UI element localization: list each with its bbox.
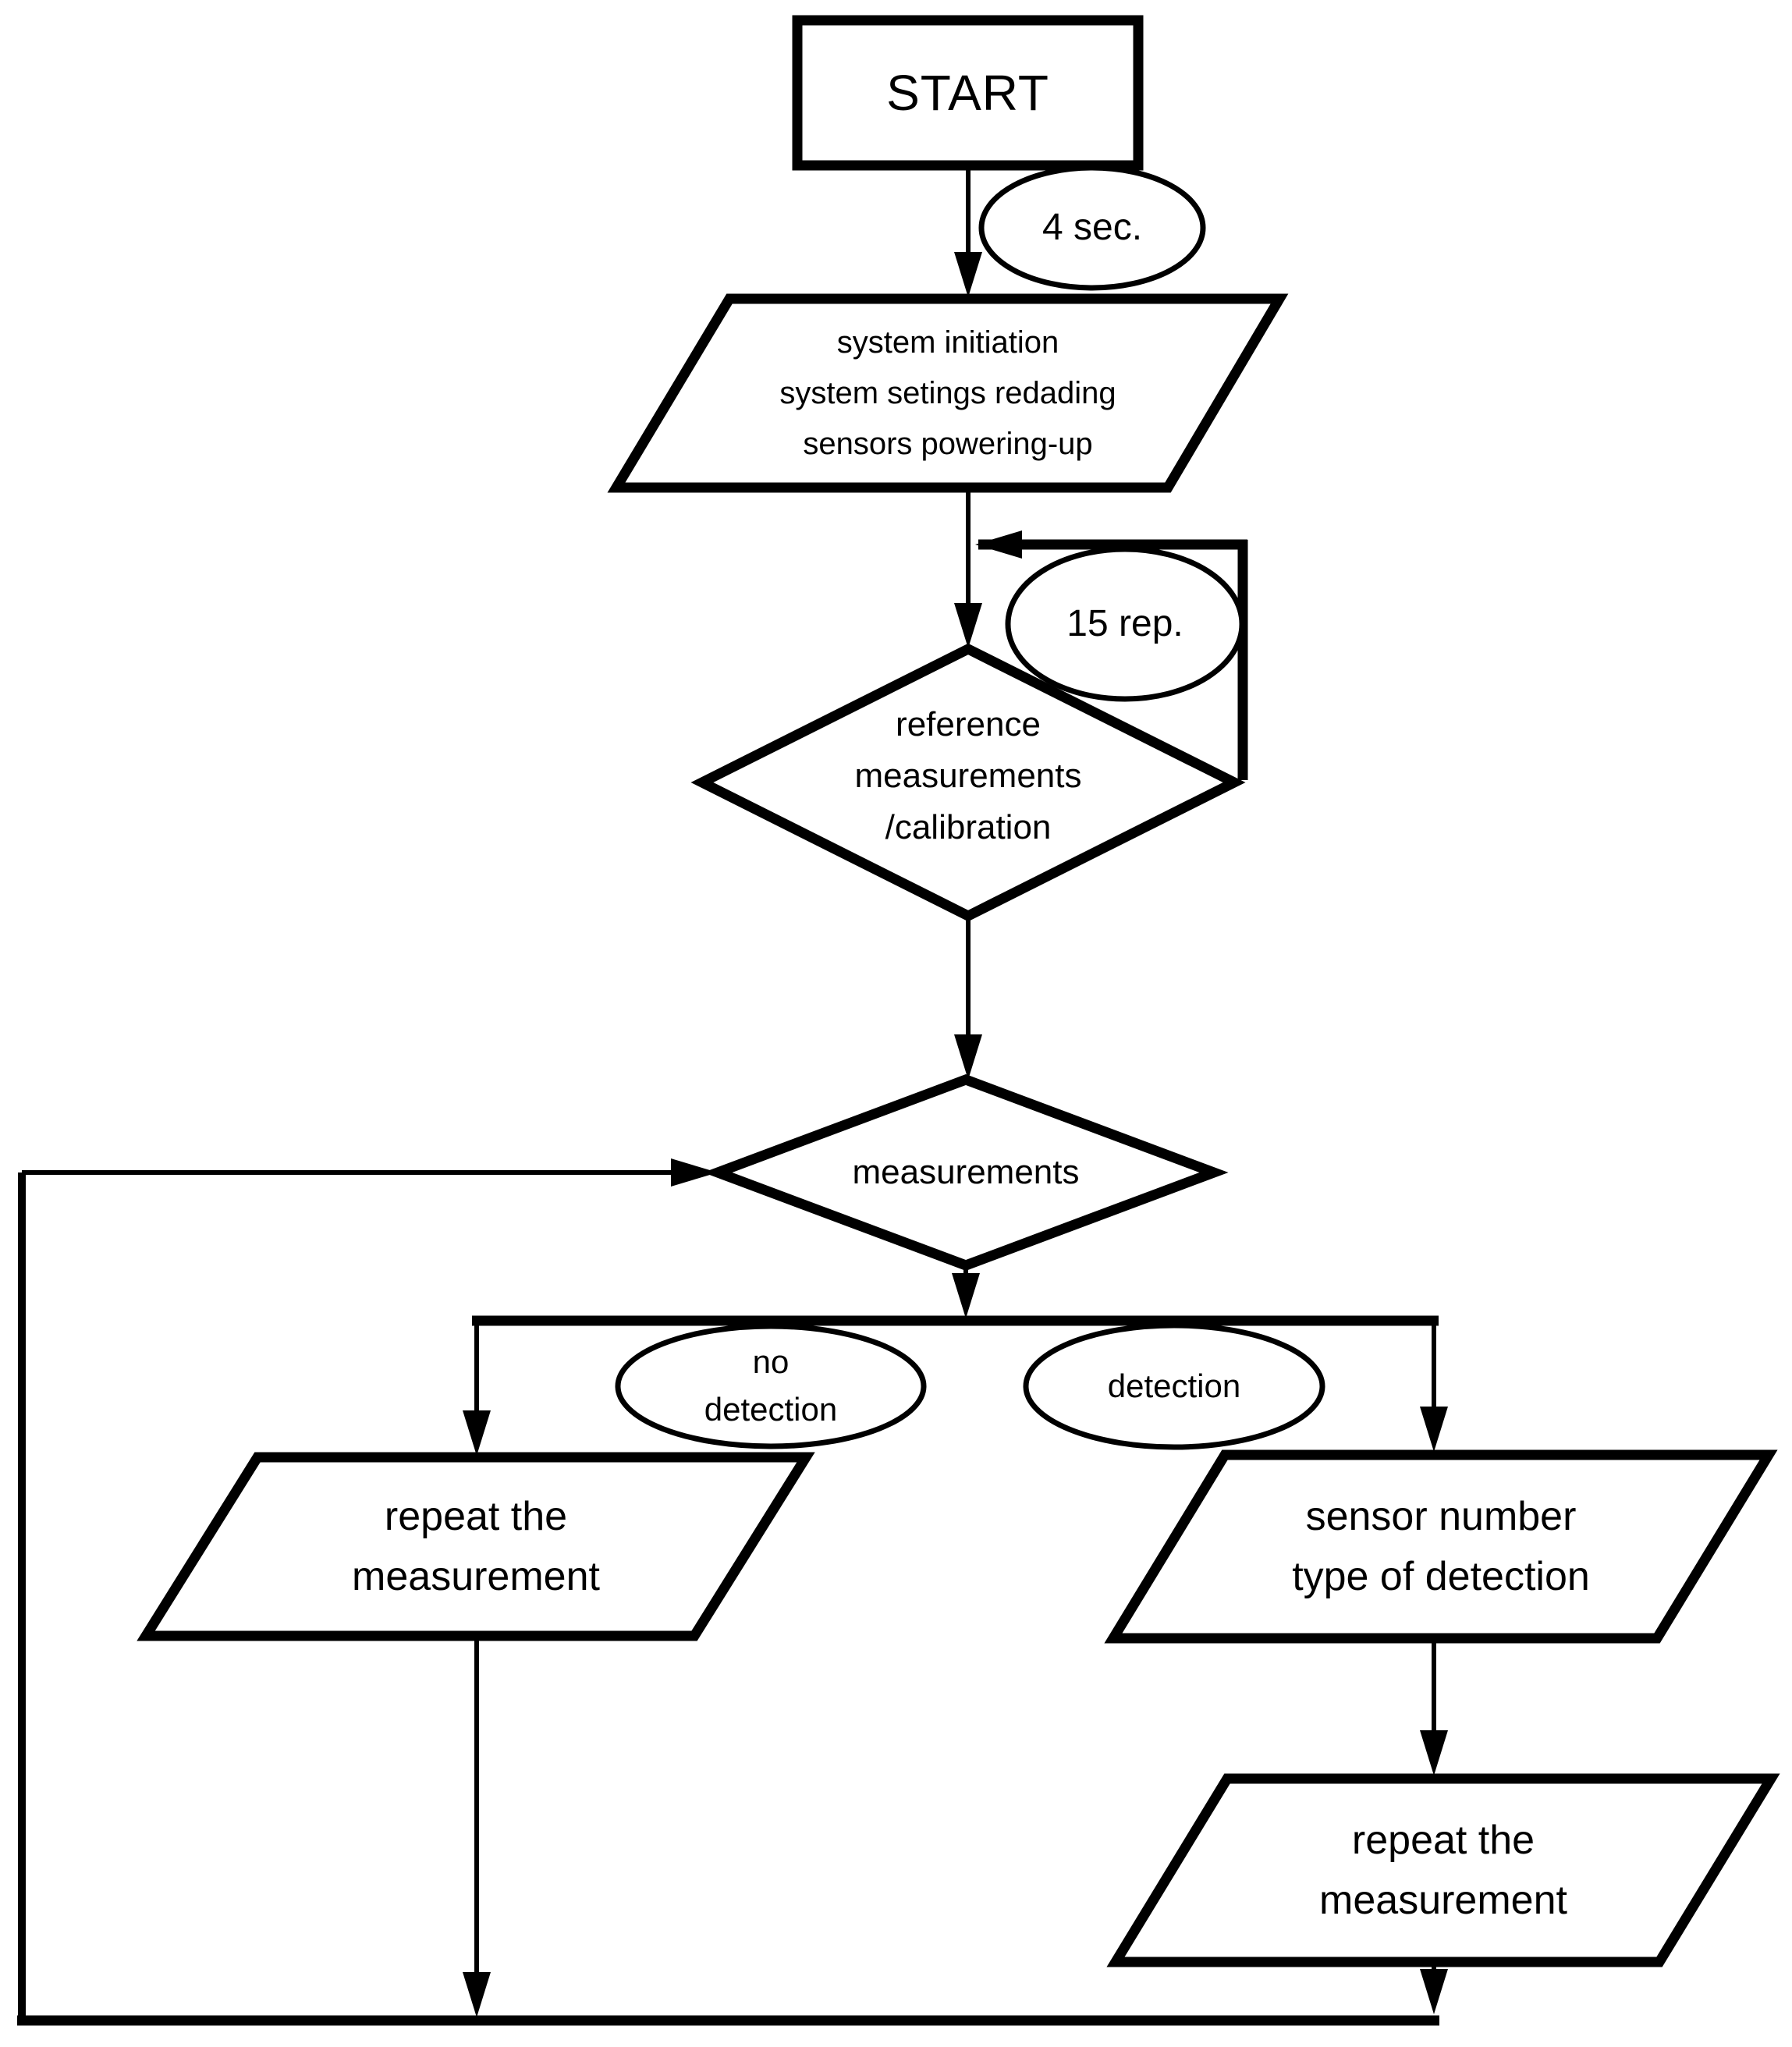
fifteen-rep-label-text: 15 rep. [1066,603,1183,644]
four-sec-oval [978,165,1206,291]
fifteen-rep-label: 15 rep. [1008,564,1242,684]
measurements-label-text: measurements [852,1153,1080,1191]
sensor-number-line-2: type of detection [1292,1553,1590,1599]
repeat-right-line-2: measurement [1319,1877,1567,1923]
reference-calibration-diamond [690,643,1246,922]
four-sec-label-text: 4 sec. [1041,207,1143,248]
system-init-line-3: sensors powering-up [803,426,1093,461]
repeat-measurement-right-parallelogram [1106,1773,1780,1967]
arrowhead-sensor-number-to-repeat-right [1420,1730,1448,1776]
repeat-right-line-1: repeat the [1351,1817,1535,1863]
detection-oval [1023,1322,1325,1450]
arrowhead-repeat-right-to-bottom [1420,1969,1448,2014]
repeat-measurement-right-label: repeat the measurement [1116,1779,1771,1962]
sensor-number-label: sensor number type of detection [1113,1455,1769,1638]
arrowhead-reference-to-measurements [954,1034,982,1080]
repeat-measurement-left-label: repeat the measurement [146,1457,806,1636]
system-init-parallelogram [607,293,1289,493]
arrowhead-start-to-system-init [954,252,982,297]
measurements-label: measurements [718,1080,1214,1265]
sensor-number-parallelogram [1104,1449,1778,1644]
no-detection-oval [615,1323,927,1449]
system-init-label: system initiation system setings redadin… [616,306,1279,481]
detection-label-text: detection [1107,1367,1241,1404]
arrowhead-split-to-repeat-left [463,1410,491,1456]
start-label-text: START [886,65,1049,121]
system-init-line-2: system setings redading [779,376,1116,411]
arrowhead-reference-loop [975,530,1022,559]
system-init-line-1: system initiation [836,325,1059,360]
sensor-number-line-1: sensor number [1305,1493,1577,1539]
arrowhead-repeat-left-to-bottom [463,1972,491,2017]
fifteen-rep-oval [1005,546,1245,702]
start-label: START [797,20,1138,165]
arrowhead-split-to-sensor-number [1420,1407,1448,1452]
no-detection-line-2: detection [704,1391,838,1428]
repeat-left-line-2: measurement [352,1553,600,1599]
reference-line-1: reference [896,705,1041,743]
detection-label: detection [1026,1326,1322,1446]
reference-calibration-label: reference measurements /calibration [702,647,1234,905]
four-sec-label: 4 sec. [981,168,1203,288]
no-detection-label: no detection [618,1328,924,1445]
reference-line-2: measurements [854,757,1082,795]
arrowhead-measurements-to-split [952,1273,980,1318]
repeat-measurement-left-parallelogram [137,1452,815,1641]
measurements-diamond [703,1074,1229,1271]
no-detection-line-1: no [752,1343,790,1381]
repeat-left-line-1: repeat the [384,1493,568,1539]
reference-line-3: /calibration [885,808,1052,846]
arrowhead-system-init-to-reference [954,603,982,648]
arrowhead-feedback-to-measurements [671,1158,718,1187]
start-box [792,15,1144,171]
